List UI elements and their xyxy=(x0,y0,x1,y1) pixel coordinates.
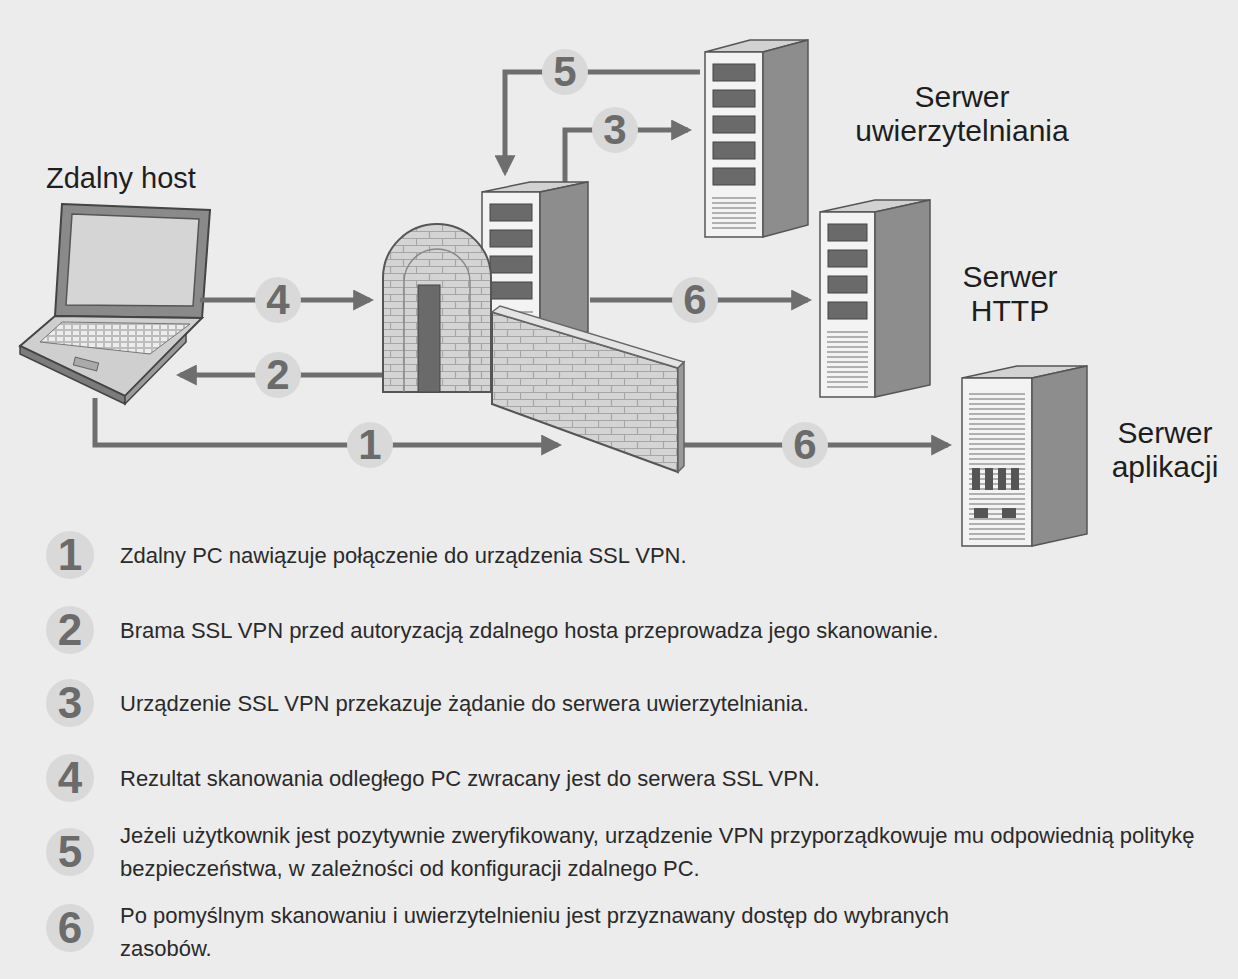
server-tower xyxy=(820,200,930,397)
callout-number: 5 xyxy=(542,49,588,95)
callout-number: 1 xyxy=(46,531,94,579)
server-tower xyxy=(962,366,1087,546)
callout-number: 4 xyxy=(255,277,301,323)
callout-number: 2 xyxy=(255,352,301,398)
step-text: Urządzenie SSL VPN przekazuje żądanie do… xyxy=(120,687,1230,720)
callout-number: 1 xyxy=(347,422,393,468)
callout-number: 5 xyxy=(46,828,94,876)
step-text: Po pomyślnym skanowaniu i uwierzytelnien… xyxy=(120,899,1030,965)
step-text: Jeżeli użytkownik jest pozytywnie zweryf… xyxy=(120,819,1230,885)
server-tower xyxy=(705,40,808,237)
step-text: Rezultat skanowania odległego PC zwracan… xyxy=(120,762,1230,795)
vpn-arch xyxy=(383,224,491,392)
callout-number: 3 xyxy=(592,107,638,153)
flow-arrow xyxy=(505,72,700,172)
server-node: Serwer HTTP xyxy=(815,192,1077,400)
callout-number: 4 xyxy=(46,754,94,802)
callout-number: 6 xyxy=(46,904,94,952)
server-node: Serwer uwierzytelniania xyxy=(700,34,1105,240)
node-label: Serwer aplikacji xyxy=(1097,416,1233,483)
node-label: Zdalny host xyxy=(46,162,256,194)
step-text: Zdalny PC nawiązuje połączenie do urządz… xyxy=(120,539,1230,572)
node-label: Serwer HTTP xyxy=(945,260,1075,327)
flow-arrow xyxy=(95,398,558,445)
callout-number: 3 xyxy=(46,679,94,727)
server-node: Serwer aplikacji xyxy=(955,358,1235,550)
node-label: Serwer uwierzytelniania xyxy=(822,80,1102,147)
callout-number: 6 xyxy=(782,422,828,468)
callout-number: 6 xyxy=(672,277,718,323)
step-text: Brama SSL VPN przed autoryzacją zdalnego… xyxy=(120,614,1230,647)
host-node: Zdalny host xyxy=(30,158,260,403)
callout-number: 2 xyxy=(46,606,94,654)
firewall-wall xyxy=(492,306,684,472)
